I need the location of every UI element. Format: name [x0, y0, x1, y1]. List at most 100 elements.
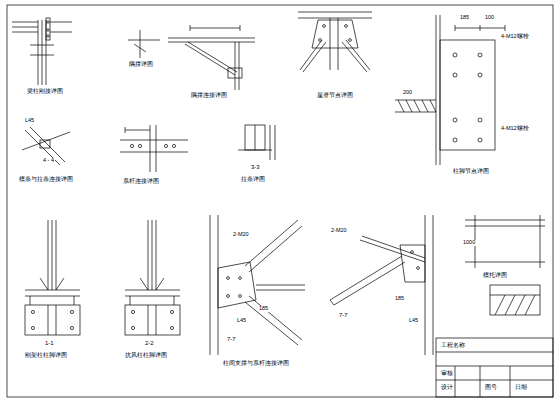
drawing-label: 图号	[484, 384, 498, 390]
drawing-label: 工程名称	[440, 342, 466, 348]
tie-rod-detail	[120, 125, 188, 172]
purlin-support-detail	[465, 215, 545, 268]
beam-column-joint	[47, 35, 49, 37]
column-base-1-1	[25, 220, 80, 335]
column-base-detail	[436, 15, 440, 165]
purlin-tie-detail	[40, 140, 50, 148]
column-base-detail	[395, 15, 505, 165]
beam-column-joint	[38, 20, 46, 85]
drawing-label: 185	[394, 296, 405, 302]
column-base-detail	[453, 138, 457, 142]
bracing-7-7-right	[417, 267, 420, 270]
column-base-2-2	[130, 296, 174, 305]
sheet-frame	[436, 352, 553, 397]
drawing-label: 185	[258, 306, 269, 312]
bracing-7-7-left	[210, 215, 305, 355]
ridge-gusset-detail	[349, 39, 352, 42]
column-base-2-2	[170, 310, 173, 313]
bracing-7-7-left	[218, 262, 256, 308]
column-base-1-1	[70, 326, 73, 329]
bracing-7-7-right	[330, 215, 433, 355]
beam-column-joint	[46, 18, 50, 40]
tie-rod-detail	[120, 125, 188, 172]
drawing-label: 日期	[514, 384, 528, 390]
bracing-7-7-left	[239, 277, 242, 280]
beam-column-joint	[47, 29, 49, 31]
drawing-label: 梁柱刚接详图	[26, 88, 64, 94]
beam-column-joint	[12, 22, 38, 32]
brace-detail	[128, 30, 160, 58]
drawing-label: 柱间支撑与系杆连接详图	[222, 360, 290, 366]
bracing-7-7-right	[411, 251, 414, 254]
ridge-gusset-detail	[345, 25, 348, 28]
drawing-label: 2-2	[144, 340, 155, 346]
drawing-label: 3-3	[250, 164, 261, 170]
drawing-label: 审核	[440, 370, 454, 376]
tie-rod-detail	[130, 144, 133, 147]
drawing-label: 2-M20	[232, 232, 250, 238]
column-base-detail	[453, 53, 457, 57]
ridge-gusset-detail	[323, 25, 326, 28]
drawing-label: 7-7	[338, 312, 349, 318]
column-base-detail	[440, 40, 495, 150]
column-base-detail	[478, 73, 482, 77]
drawing-label: 4-M12螺栓	[500, 34, 530, 40]
column-base-detail	[478, 53, 482, 57]
bracing-7-7-left	[227, 277, 230, 280]
bracing-7-7-left	[245, 220, 305, 345]
drawing-label: 屋脊节点详图	[316, 92, 354, 98]
column-base-2-2	[125, 305, 180, 335]
tie-rod-detail	[138, 144, 141, 147]
bracing-7-7-right	[330, 256, 405, 305]
column-base-1-1	[30, 296, 74, 305]
beam-column-joint	[47, 21, 49, 23]
drawing-label: 系杆连接详图	[122, 178, 160, 184]
purlin-tie-detail	[22, 127, 70, 165]
tie-rod-detail	[125, 127, 150, 133]
column-base-detail	[395, 100, 436, 112]
drawing-label: 拉条详图	[240, 176, 266, 182]
drawing-label: 7-7	[226, 336, 237, 342]
column-base-detail	[398, 100, 436, 112]
drawing-label: 檩托详图	[482, 272, 508, 278]
sheet-frame	[7, 5, 553, 397]
ridge-gusset-detail	[319, 39, 322, 42]
column-base-2-2	[148, 305, 156, 335]
tie-rod-detail	[172, 144, 175, 147]
column-base-1-1	[48, 305, 56, 335]
knee-brace-detail	[168, 25, 255, 90]
section-3-3	[238, 125, 275, 160]
drawing-label: 柱脚节点详图	[452, 168, 490, 174]
purlin-support-detail	[490, 295, 540, 315]
bracing-7-7-right	[360, 236, 425, 262]
drawing-label: L45	[236, 318, 247, 324]
column-base-2-2	[131, 310, 134, 313]
ridge-gusset-detail	[300, 40, 370, 72]
drawing-label: 200	[402, 90, 413, 96]
column-base-2-2	[125, 220, 180, 335]
bracing-7-7-left	[227, 295, 230, 298]
purlin-support-detail	[465, 215, 545, 315]
column-base-1-1	[70, 310, 73, 313]
tie-rod-detail	[164, 144, 167, 147]
beam-column-joint	[12, 18, 72, 85]
drawing-label: L45	[408, 318, 419, 324]
column-base-1-1	[31, 326, 34, 329]
ridge-gusset-detail	[298, 12, 372, 72]
column-base-2-2	[125, 220, 180, 296]
ridge-gusset-detail	[298, 12, 372, 70]
column-base-2-2	[170, 326, 173, 329]
sheet-frame	[7, 5, 553, 397]
bracing-7-7-right	[425, 215, 433, 355]
purlin-tie-detail	[22, 127, 70, 165]
drawing-label: L45	[24, 118, 35, 124]
drawing-label: 檩条与拉条连接详图	[18, 176, 74, 182]
drawing-label: 隅撑详图	[128, 62, 154, 68]
drawing-label: 1000	[462, 240, 476, 246]
column-base-detail	[478, 138, 482, 142]
column-base-1-1	[31, 310, 34, 313]
column-base-detail	[453, 118, 457, 122]
column-base-detail	[455, 25, 505, 31]
